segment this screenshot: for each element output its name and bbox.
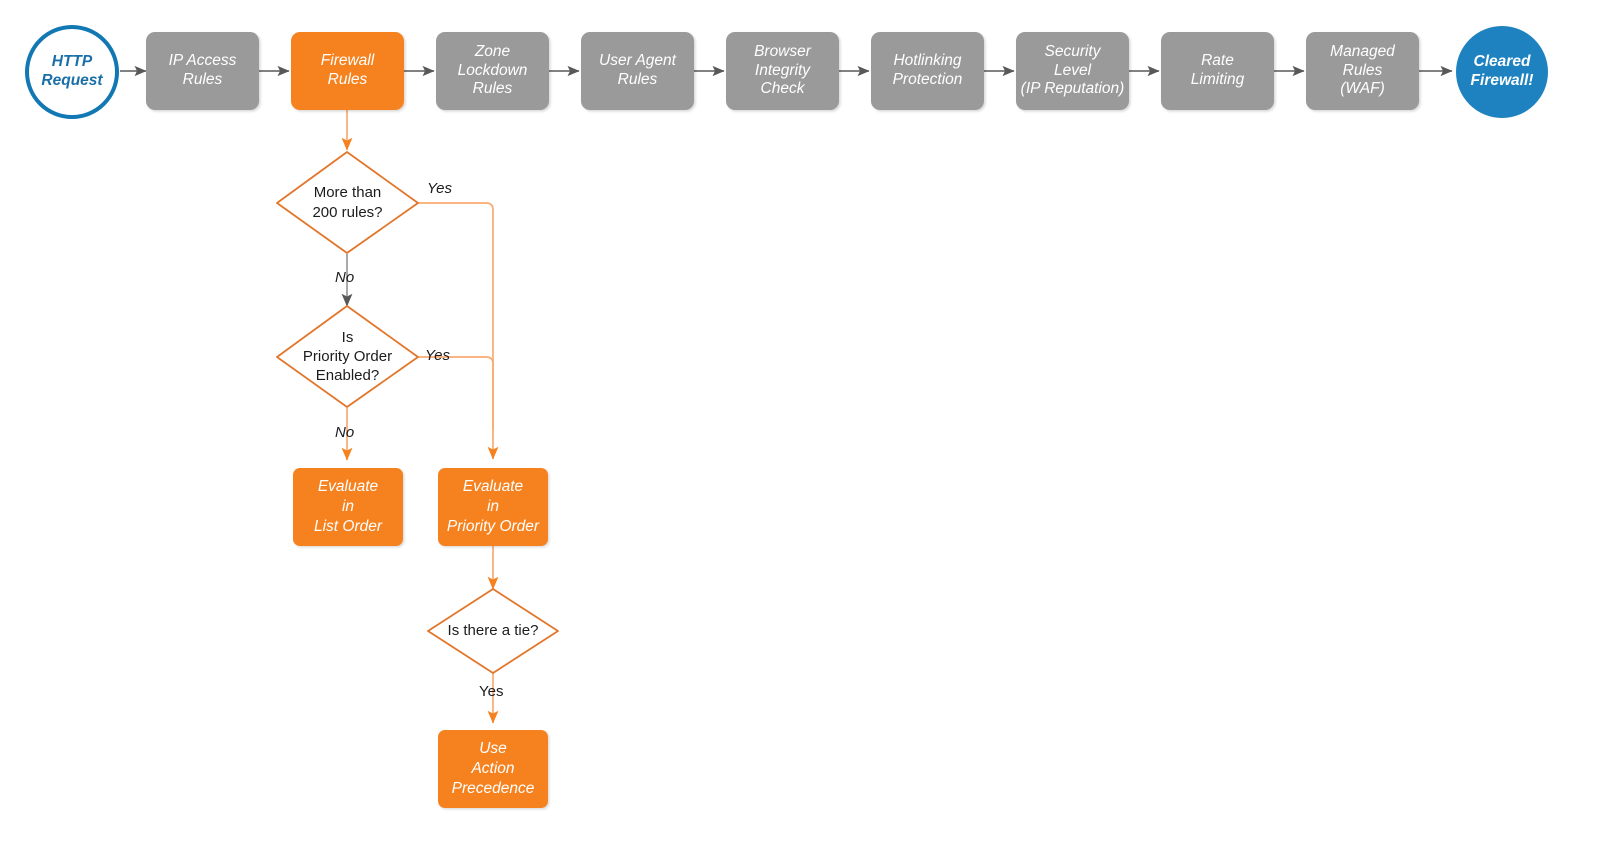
decision-is-there-a-tie[interactable]: Is there a tie? xyxy=(428,589,558,673)
stage-label: Managed Rules (WAF) xyxy=(1330,42,1395,98)
end-node-label: Cleared Firewall! xyxy=(1470,53,1534,89)
decision-more-than-200-rules[interactable]: More than 200 rules? xyxy=(277,152,418,253)
stage-label: Zone Lockdown Rules xyxy=(457,42,528,98)
end-node-cleared-firewall[interactable]: Cleared Firewall! xyxy=(1456,26,1548,118)
result-evaluate-in-list-order[interactable]: Evaluate in List Order xyxy=(293,468,403,546)
stage-label: Firewall Rules xyxy=(320,52,375,88)
result-use-action-precedence[interactable]: Use Action Precedence xyxy=(438,730,548,808)
stage-hotlinking-protection[interactable]: Hotlinking Protection xyxy=(871,32,984,110)
edge-label-priority-yes: Yes xyxy=(425,347,451,364)
wire-priority-yes xyxy=(418,356,494,430)
stage-rate-limiting[interactable]: Rate Limiting xyxy=(1161,32,1274,110)
result-label: Use Action Precedence xyxy=(451,739,535,798)
result-label: Evaluate in List Order xyxy=(313,477,383,536)
stage-managed-rules-waf[interactable]: Managed Rules (WAF) xyxy=(1306,32,1419,110)
stage-zone-lockdown-rules[interactable]: Zone Lockdown Rules xyxy=(436,32,549,110)
result-label: Evaluate in Priority Order xyxy=(446,477,540,536)
decision-label: More than 200 rules? xyxy=(312,184,383,221)
stage-label: IP Access Rules xyxy=(168,52,237,88)
edge-label-rule-count-no: No xyxy=(335,269,355,286)
stage-user-agent-rules[interactable]: User Agent Rules xyxy=(581,32,694,110)
stage-label: Security Level (IP Reputation) xyxy=(1020,42,1125,98)
start-node-http-request[interactable]: HTTP Request xyxy=(25,25,119,119)
stage-browser-integrity-check[interactable]: Browser Integrity Check xyxy=(726,32,839,110)
stage-ip-access-rules[interactable]: IP Access Rules xyxy=(146,32,259,110)
decision-label: Is Priority Order Enabled? xyxy=(302,328,393,385)
edge-label-priority-no: No xyxy=(335,424,355,441)
decision-is-priority-order-enabled[interactable]: Is Priority Order Enabled? xyxy=(277,306,418,407)
stage-firewall-rules[interactable]: Firewall Rules xyxy=(291,32,404,110)
wire-rulecount-yes xyxy=(418,202,499,460)
edge-label-tie-yes: Yes xyxy=(479,683,504,700)
edge-label-rule-count-yes: Yes xyxy=(427,180,453,197)
result-evaluate-in-priority-order[interactable]: Evaluate in Priority Order xyxy=(438,468,548,546)
stage-label: Rate Limiting xyxy=(1190,52,1245,88)
decision-label: Is there a tie? xyxy=(447,622,539,640)
start-node-label: HTTP Request xyxy=(41,53,103,89)
stage-label: User Agent Rules xyxy=(599,52,676,88)
stage-security-level-ip-reputation[interactable]: Security Level (IP Reputation) xyxy=(1016,32,1129,110)
stage-label: Browser Integrity Check xyxy=(754,42,811,98)
stage-label: Hotlinking Protection xyxy=(892,52,963,88)
